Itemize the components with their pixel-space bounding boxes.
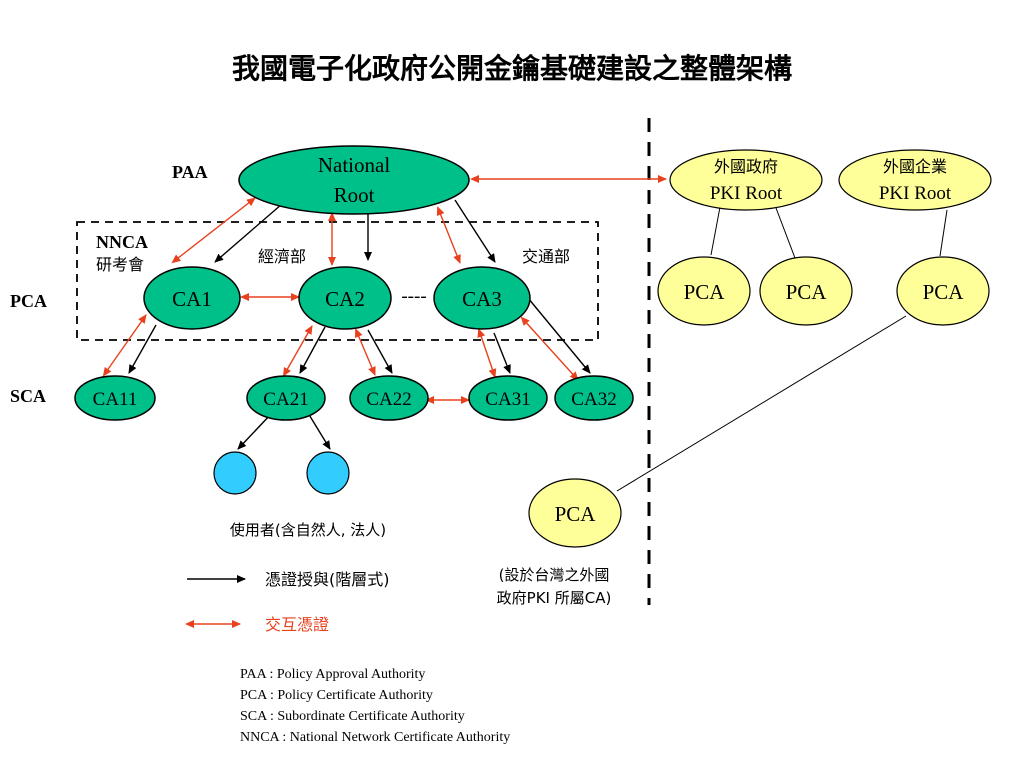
foreign-ent-root-label-line1: 外國企業 (883, 157, 947, 176)
taiwan-pca-note-line2: 政府PKI 所屬CA) (497, 589, 612, 607)
cross-cert-arrow-ca2-ca21 (283, 325, 313, 377)
ca2-ca3-ellipsis: ---- (401, 286, 426, 307)
org-label-rdec: 研考會 (96, 255, 144, 274)
ca32-label: CA32 (571, 389, 616, 410)
cross-cert-arrow-root-ca1 (171, 197, 256, 264)
link-foreign-gov-pca1 (710, 206, 721, 256)
foreign-gov-pca-label-1: PCA (684, 280, 726, 304)
taiwan-foreign-pca-node: PCA (528, 478, 622, 548)
cross-cert-arrow-ca3-ca31 (477, 328, 497, 378)
abbreviation-pca: PCA : Policy Certificate Authority (240, 688, 433, 703)
foreign-gov-pca-node-1: PCA (657, 256, 751, 326)
org-label-moea: 經濟部 (258, 247, 306, 266)
legend-issuance-label: 憑證授與(階層式) (265, 570, 390, 589)
issuance-arrow-root-ca3 (454, 199, 496, 263)
legend-cross-cert-label: 交互憑證 (265, 615, 329, 634)
abbreviation-sca: SCA : Subordinate Certificate Authority (240, 709, 465, 724)
user-circle-2 (306, 451, 350, 495)
link-foreign-ent-pca-taiwan (616, 315, 907, 492)
users-label: 使用者(含自然人, 法人) (230, 521, 386, 539)
ca31-label: CA31 (485, 389, 530, 410)
foreign-gov-root-label-line1: 外國政府 (714, 157, 778, 176)
cross-cert-arrow-ca3-ca32 (520, 316, 579, 381)
national-root-label-line2: Root (334, 183, 375, 207)
national-root-label-line1: National (318, 153, 390, 177)
org-label-motc: 交通部 (522, 247, 570, 266)
diagram-title: 我國電子化政府公開金鑰基礎建設之整體架構 (232, 52, 792, 85)
taiwan-foreign-pca-label: PCA (555, 502, 597, 526)
level-label-pca: PCA (10, 291, 47, 311)
cross-cert-arrow-root-ca3 (436, 206, 461, 264)
user-circle-1 (213, 451, 257, 495)
nnca-label: NNCA (96, 232, 148, 252)
ca3-label: CA3 (462, 287, 502, 311)
issuance-arrow-ca21-user2 (307, 412, 331, 450)
foreign-ent-pca-node: PCA (896, 256, 990, 326)
foreign-ent-root-node: 外國企業 PKI Root (838, 149, 992, 211)
foreign-gov-pca-label-2: PCA (786, 280, 828, 304)
ca21-label: CA21 (263, 389, 308, 410)
ca22-label: CA22 (366, 389, 411, 410)
issuance-arrow-ca3-ca31 (493, 332, 511, 374)
ca3-node: CA3 (433, 266, 531, 330)
ca2-label: CA2 (325, 287, 365, 311)
abbreviation-nnca: NNCA : National Network Certificate Auth… (240, 730, 510, 745)
ca31-node: CA31 (468, 375, 548, 421)
cross-cert-arrow-ca2-ca22 (355, 328, 376, 376)
issuance-arrow-ca21-user1 (237, 412, 273, 450)
nnca-boundary-box (76, 221, 599, 341)
ca21-node: CA21 (246, 375, 326, 421)
abbreviation-paa: PAA : Policy Approval Authority (240, 667, 425, 682)
foreign-gov-pca-node-2: PCA (759, 256, 853, 326)
ca22-node: CA22 (349, 375, 429, 421)
ca1-label: CA1 (172, 287, 212, 311)
foreign-ent-pca-label: PCA (923, 280, 965, 304)
foreign-gov-root-label-line2: PKI Root (710, 183, 783, 204)
foreign-ent-root-label-line2: PKI Root (879, 183, 952, 204)
ca11-label: CA11 (93, 389, 138, 410)
issuance-arrow-ca2-ca21 (299, 326, 326, 374)
taiwan-pca-note-line1: (設於台灣之外國 (499, 566, 610, 584)
link-foreign-ent-pca (939, 209, 948, 257)
level-label-paa: PAA (172, 162, 208, 182)
issuance-arrow-ca1-ca11 (128, 324, 157, 374)
foreign-gov-root-node: 外國政府 PKI Root (669, 149, 823, 211)
ca2-node: CA2 (298, 266, 392, 330)
national-root-node: National Root (238, 145, 470, 215)
level-label-sca: SCA (10, 386, 46, 406)
ca1-node: CA1 (143, 266, 241, 330)
cross-cert-arrow-ca1-ca11 (102, 314, 147, 377)
ca32-node: CA32 (554, 375, 634, 421)
ca11-node: CA11 (74, 375, 156, 421)
link-foreign-gov-pca2 (775, 207, 796, 259)
